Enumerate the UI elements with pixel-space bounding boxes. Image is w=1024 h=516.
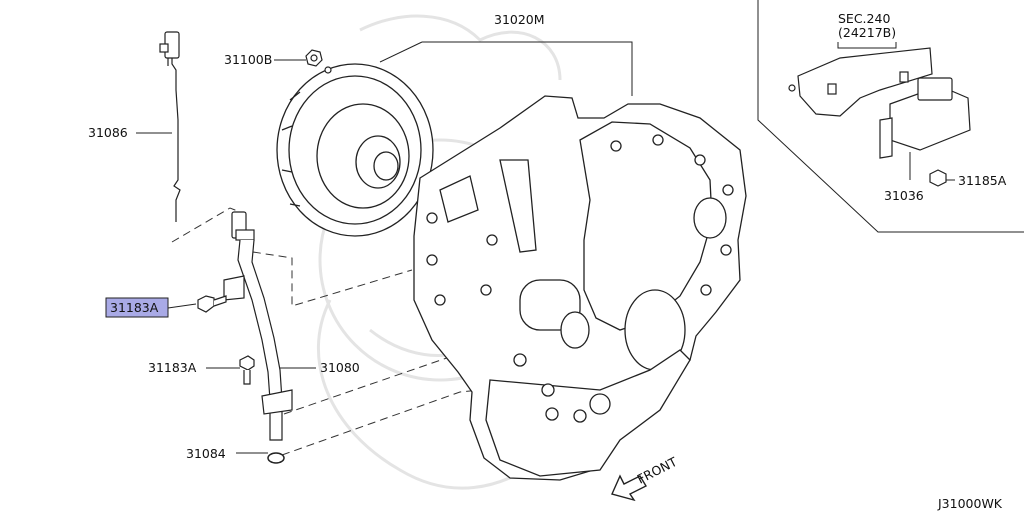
label-31185a[interactable]: 31185A [958, 173, 1007, 188]
highlighted-part-31183a[interactable]: 31183A [105, 297, 169, 318]
torque-converter[interactable] [276, 63, 434, 237]
dipstick-tube-31080[interactable] [223, 211, 293, 441]
front-arrow-icon [611, 474, 647, 502]
label-31100b[interactable]: 31100B [224, 52, 272, 67]
bolt-31183a-upper[interactable] [197, 295, 227, 313]
label-31080[interactable]: 31080 [320, 360, 360, 375]
label-31020m[interactable]: 31020M [494, 12, 545, 27]
transaxle-case[interactable] [413, 95, 747, 481]
oil-sensor-31086[interactable] [159, 31, 181, 222]
bolt-31185a[interactable] [929, 169, 947, 187]
bolt-31183a-lower[interactable] [239, 355, 255, 385]
oring-31084[interactable] [267, 452, 285, 464]
label-sec-sub[interactable]: (24217B) [838, 25, 896, 40]
label-31183a-highlight[interactable]: 31183A [110, 300, 159, 315]
leader-lines [136, 0, 1024, 454]
label-31183a[interactable]: 31183A [148, 360, 197, 375]
label-31086[interactable]: 31086 [88, 125, 128, 140]
labels: 31020M 31100B 31086 31183A 31183A 31080 … [88, 11, 1007, 511]
label-31036[interactable]: 31036 [884, 188, 924, 203]
tcm-bracket[interactable] [788, 47, 933, 117]
diagram-code: J31000WK [937, 496, 1003, 511]
tcm-module-31036[interactable] [879, 77, 971, 159]
bolt-31100b[interactable] [305, 49, 332, 74]
label-front: FRONT [635, 454, 680, 487]
label-31084[interactable]: 31084 [186, 446, 226, 461]
label-sec-240[interactable]: SEC.240 [838, 11, 890, 26]
